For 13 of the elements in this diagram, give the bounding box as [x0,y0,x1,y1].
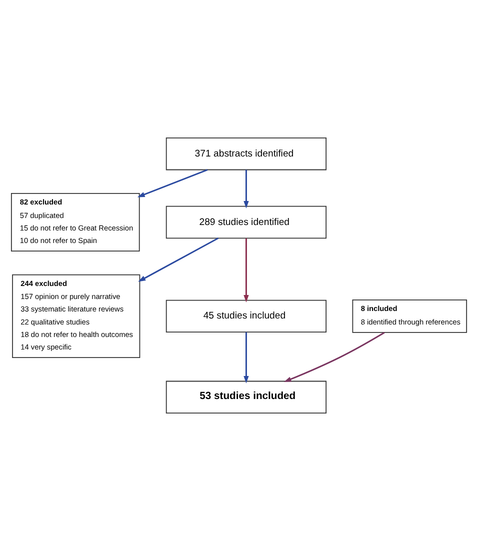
node-box: 82 excluded 57 duplicated 15 do not refer to Great Recession 10 do not refer to Spain [10,192,140,252]
node-box: 289 studies identified [166,205,327,238]
arrow [284,331,385,382]
node-box: 53 studies included [166,380,327,413]
arrow [244,169,249,208]
node-box: 8 included 8 identified through references [352,298,468,332]
arrow [137,168,208,197]
arrow [244,332,249,383]
node-box: 45 studies included [166,299,327,332]
arrow [138,237,219,282]
node-box: 371 abstracts identified [166,137,327,170]
arrow [244,238,249,302]
node-box: 244 excluded 157 opinion or purely narrative 33 systematic literature reviews 22 qualitative studies 18 do not refer to health outcomes 14 very specific [12,274,140,358]
